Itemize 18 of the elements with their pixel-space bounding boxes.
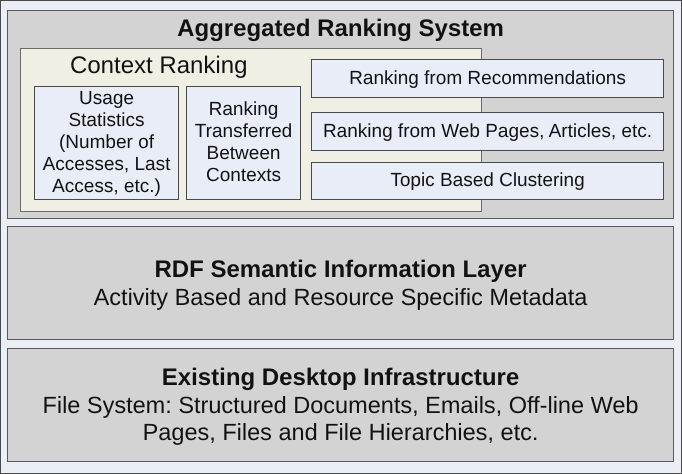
component-box [311, 112, 664, 151]
layer-title: Existing Desktop Infrastructure [162, 364, 520, 392]
component-label: Ranking from Web Pages, Articles, etc. [322, 120, 652, 142]
group-title: Context Ranking [70, 51, 248, 81]
component-label: Topic Based Clustering [390, 170, 585, 192]
component-label: Usage Statistics (Number of Accesses, Last Access, etc.) [42, 88, 171, 198]
layer-panel [7, 226, 674, 340]
component-box [311, 59, 664, 98]
system-panel [7, 10, 674, 219]
component-box [311, 162, 664, 200]
component-label: Ranking Transferred Between Contexts [194, 99, 294, 187]
layer-description: Activity Based and Resource Specific Metadata [94, 284, 588, 310]
layer-description: File System: Structured Documents, Emails, Off-line Web Pages, Files and File Hierarchies, etc. [42, 392, 640, 446]
system-title: Aggregated Ranking System [177, 14, 504, 44]
component-box [186, 86, 301, 200]
layer-title: RDF Semantic Information Layer [154, 256, 527, 284]
layer-panel [7, 348, 674, 462]
component-label: Ranking from Recommendations [349, 68, 626, 90]
